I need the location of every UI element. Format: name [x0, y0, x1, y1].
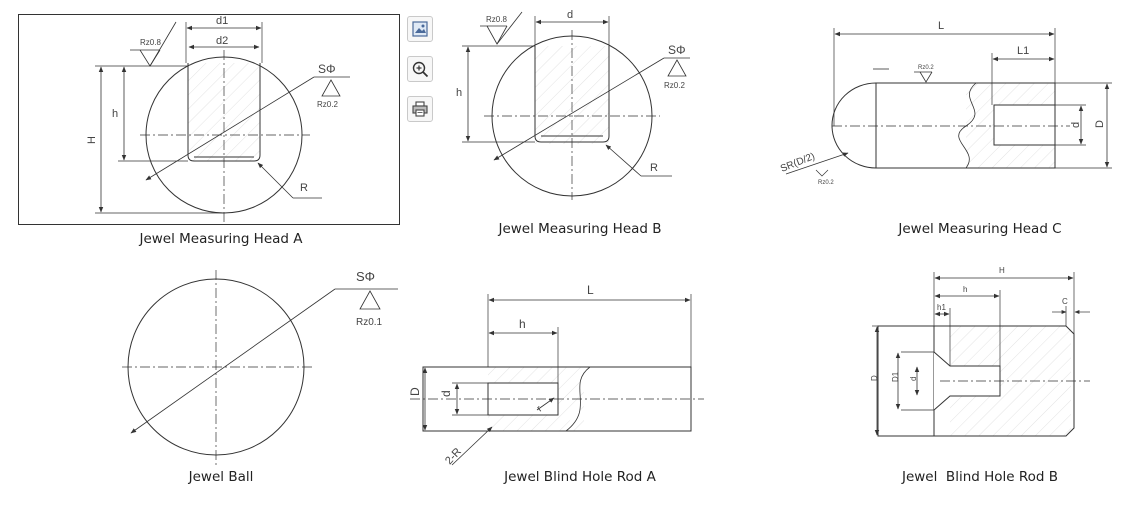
head-b-sphi-label: SΦ — [668, 43, 686, 57]
rod-b-D-label: D — [870, 375, 879, 381]
rod-b-h1-label: h1 — [937, 303, 946, 312]
zoom-in-button[interactable] — [407, 56, 433, 82]
head-a-rz-top-label: Rz0.8 — [140, 38, 161, 47]
ball-sphi-label: SΦ — [356, 269, 375, 284]
head-c-L1-label: L1 — [1017, 45, 1029, 57]
head-c-d-label: d — [1070, 122, 1082, 128]
image-view-button[interactable] — [407, 16, 433, 42]
head-c-rz-top-label: Rz0.2 — [918, 65, 934, 71]
head-a-R-label: R — [300, 182, 308, 194]
head-a-rz-right-label: Rz0.2 — [317, 100, 338, 109]
head-a-sphi-label: SΦ — [318, 62, 336, 76]
head-b-d-label: d — [567, 9, 573, 21]
ball-drawing — [122, 270, 398, 465]
head-c-sr-label: SR(D/2) — [779, 151, 817, 175]
caption-head-c: Jewel Measuring Head C — [898, 221, 1062, 237]
head-c-drawing — [785, 28, 1112, 177]
highlight-frame — [18, 14, 400, 225]
zoom-in-icon — [412, 61, 429, 78]
print-button[interactable] — [407, 96, 433, 122]
head-c-rz-small-label: Rz0.2 — [818, 180, 834, 186]
head-a-drawing — [95, 21, 350, 222]
caption-rod-b: Jewel Blind Hole Rod B — [901, 469, 1059, 485]
rod-b-d-label: d — [909, 377, 918, 381]
rod-a-D-label: D — [408, 387, 422, 396]
print-icon — [412, 101, 428, 117]
head-c-D-label: D — [1094, 120, 1106, 128]
rod-b-C-label: C — [1062, 297, 1068, 306]
rod-a-2r-label: 2-R — [443, 446, 464, 467]
head-a-d2-label: d2 — [216, 35, 228, 47]
caption-ball: Jewel Ball — [188, 469, 254, 485]
rod-b-h-label: h — [963, 285, 967, 294]
head-a-d1-label: d1 — [216, 15, 228, 27]
rod-a-h-label: h — [519, 317, 526, 331]
rod-a-r-label: r — [535, 403, 545, 414]
head-b-h-label: h — [456, 87, 462, 99]
head-c-L-label: L — [938, 20, 944, 32]
rod-a-L-label: L — [587, 283, 594, 297]
rod-b-drawing — [872, 272, 1090, 437]
head-b-rz-top-label: Rz0.8 — [486, 15, 507, 24]
image-icon — [412, 21, 428, 37]
head-b-drawing — [462, 11, 690, 200]
head-b-rz-right-label: Rz0.2 — [664, 81, 685, 90]
caption-head-a: Jewel Measuring Head A — [139, 231, 303, 247]
rod-b-H-label: H — [999, 266, 1005, 275]
ball-rz-label: Rz0.1 — [356, 317, 383, 328]
rod-b-D1-label: D1 — [891, 371, 900, 382]
rod-a-d-label: d — [439, 390, 453, 397]
rod-a-drawing — [410, 294, 704, 466]
head-b-R-label: R — [650, 162, 658, 174]
caption-head-b: Jewel Measuring Head B — [498, 221, 662, 237]
caption-rod-a: Jewel Blind Hole Rod A — [504, 469, 656, 485]
head-a-H-label: H — [86, 136, 98, 144]
head-a-h-label: h — [112, 108, 118, 120]
